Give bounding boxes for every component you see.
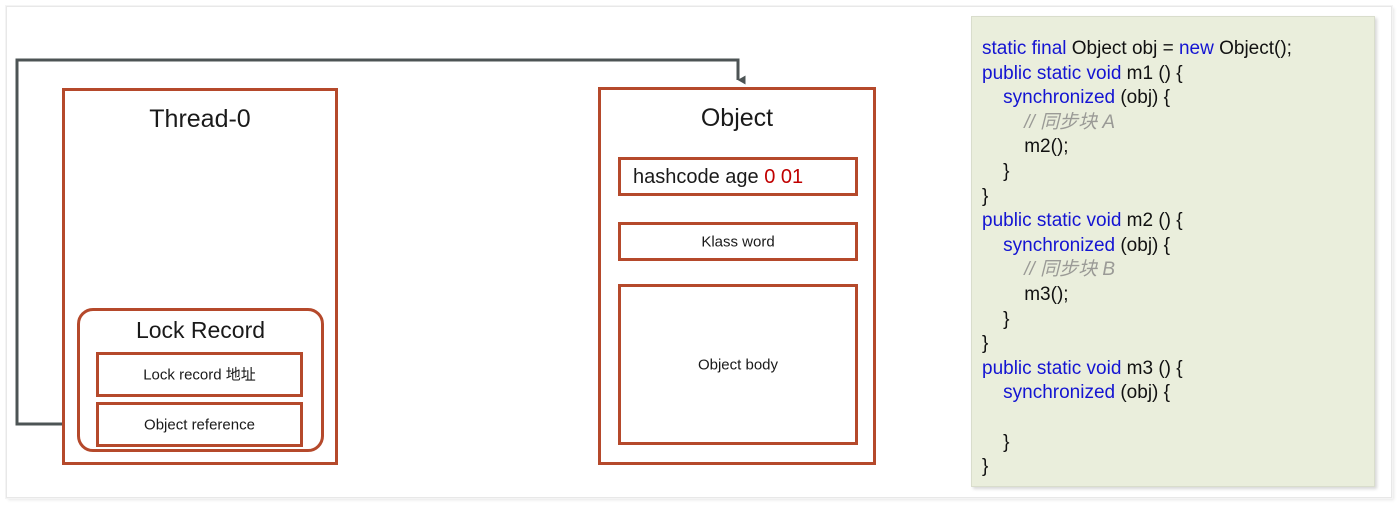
code-line: // 同步块 A xyxy=(982,111,1374,136)
code-text xyxy=(982,87,1003,108)
object-reference-connector xyxy=(15,58,746,426)
code-keyword: synchronized xyxy=(1003,87,1116,109)
object-reference-row: Object reference xyxy=(96,402,303,447)
lock-record-address-label: Lock record 地址 xyxy=(143,366,256,383)
code-line: static final Object obj = new Object(); xyxy=(982,37,1374,62)
mark-word-row: hashcode age 0 01 xyxy=(618,157,858,196)
code-line: } xyxy=(982,332,1374,357)
diagram-canvas: Thread-0 Lock Record Lock record 地址 Obje… xyxy=(15,58,876,465)
code-text xyxy=(982,407,987,428)
code-text: m1 () { xyxy=(1121,62,1183,84)
code-text: } xyxy=(982,185,989,207)
code-keyword: static final xyxy=(982,38,1067,59)
code-line: } xyxy=(982,308,1374,333)
code-line: public static void m1 () { xyxy=(982,62,1374,87)
code-lines: static final Object obj = new Object();p… xyxy=(982,37,1374,480)
code-keyword: synchronized xyxy=(1003,234,1116,256)
code-keyword: public static void xyxy=(982,357,1122,379)
code-comment: // 同步块 B xyxy=(982,259,1116,281)
object-reference-label: Object reference xyxy=(144,416,255,433)
code-line: } xyxy=(982,185,1374,210)
code-text: (obj) { xyxy=(1115,234,1170,256)
code-keyword: public static void xyxy=(982,62,1122,84)
code-text: m2(); xyxy=(982,136,1069,158)
code-text: m3(); xyxy=(982,283,1069,305)
code-line: synchronized (obj) { xyxy=(982,381,1374,406)
code-text: } xyxy=(982,308,1010,330)
thread-title: Thread-0 xyxy=(149,105,251,133)
code-line: synchronized (obj) { xyxy=(982,86,1374,111)
object-body-row: Object body xyxy=(618,284,858,445)
code-text: } xyxy=(982,333,989,355)
code-line: m3(); xyxy=(982,283,1374,308)
code-text: Object obj = xyxy=(1066,38,1179,59)
code-text: } xyxy=(982,160,1010,182)
mark-word-label: hashcode age 0 01 xyxy=(621,165,855,189)
code-keyword: new xyxy=(1178,38,1214,59)
code-line: synchronized (obj) { xyxy=(982,234,1374,259)
code-line: public static void m2 () { xyxy=(982,209,1374,234)
object-title: Object xyxy=(700,104,774,132)
object-body-label: Object body xyxy=(697,356,779,373)
code-text: (obj) { xyxy=(1115,87,1170,109)
code-line xyxy=(982,406,1374,431)
code-panel: static final Object obj = new Object();p… xyxy=(971,16,1375,487)
code-keyword: synchronized xyxy=(1003,382,1116,404)
code-line: } xyxy=(982,455,1374,480)
code-line: } xyxy=(982,431,1374,456)
code-text: m3 () { xyxy=(1121,357,1183,379)
lock-record-title: Lock Record xyxy=(135,317,266,343)
code-text xyxy=(982,382,1003,403)
klass-word-row: Klass word xyxy=(618,222,858,261)
code-text: } xyxy=(982,456,989,478)
code-text: } xyxy=(982,431,1010,453)
code-text: (obj) { xyxy=(1115,382,1170,404)
code-line: // 同步块 B xyxy=(982,258,1374,283)
code-text: Object(); xyxy=(1213,38,1292,59)
klass-word-label: Klass word xyxy=(701,233,775,250)
code-keyword: public static void xyxy=(982,210,1122,232)
code-comment: // 同步块 A xyxy=(982,111,1116,133)
code-line: } xyxy=(982,160,1374,185)
code-line: m2(); xyxy=(982,135,1374,160)
mark-word-highlight: 0 01 xyxy=(764,165,804,188)
code-text: m2 () { xyxy=(1121,210,1183,232)
code-line: public static void m3 () { xyxy=(982,357,1374,382)
code-text xyxy=(982,235,1003,256)
lock-record-address-row: Lock record 地址 xyxy=(96,352,303,397)
mark-word-text: hashcode age xyxy=(633,165,765,188)
